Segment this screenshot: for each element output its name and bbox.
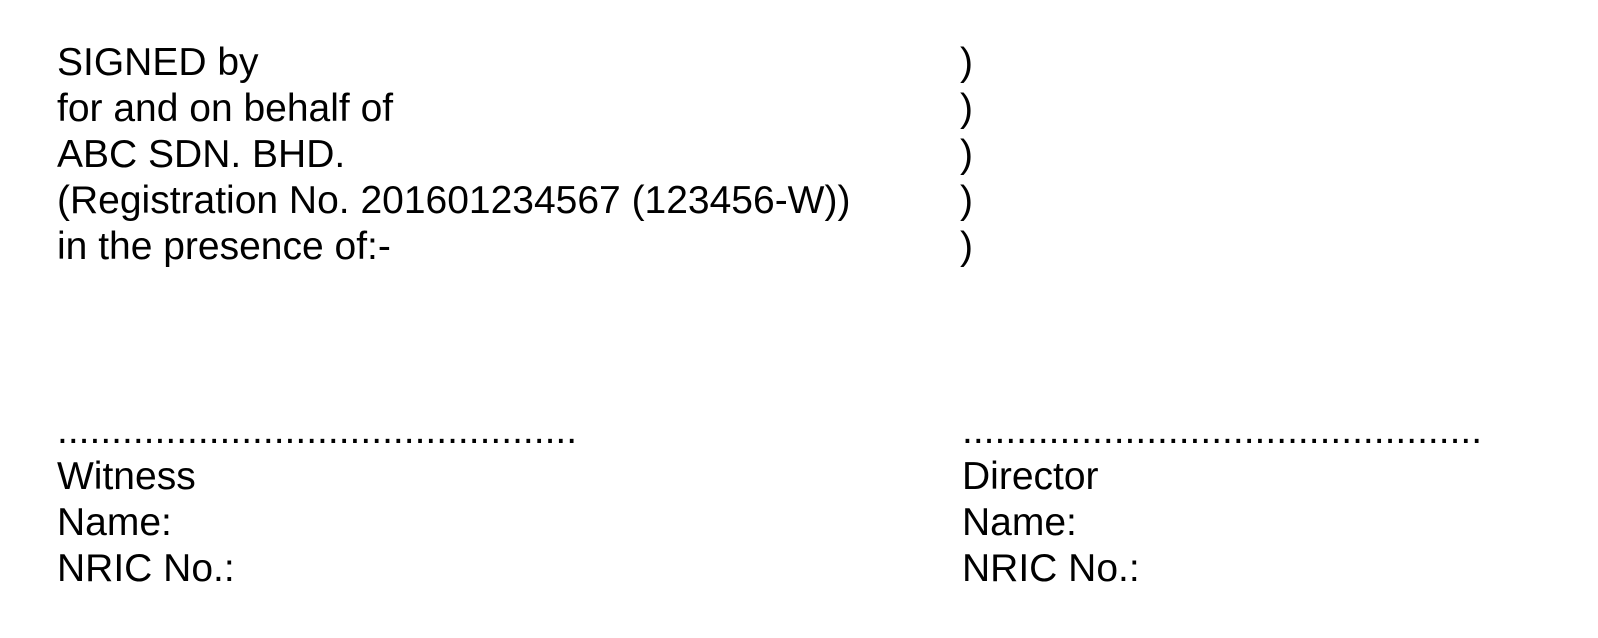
closing-bracket: ) <box>960 225 973 268</box>
execution-clause-line: ABC SDN. BHD. ) <box>57 132 1598 178</box>
signature-section: ........................................… <box>57 408 1598 592</box>
closing-bracket: ) <box>960 87 973 130</box>
closing-bracket: ) <box>960 41 973 84</box>
closing-bracket: ) <box>960 133 973 176</box>
execution-clause-line: in the presence of:- ) <box>57 224 1598 270</box>
clause-text-in-presence-of: in the presence of:- <box>57 225 391 268</box>
witness-name-label: Name: <box>57 501 172 544</box>
director-name-label: Name: <box>962 501 1077 544</box>
clause-text-registration-no: (Registration No. 201601234567 (123456-W… <box>57 179 851 222</box>
clause-text-on-behalf: for and on behalf of <box>57 87 394 130</box>
clause-text-signed-by: SIGNED by <box>57 41 259 84</box>
closing-bracket: ) <box>960 179 973 222</box>
director-nric-label: NRIC No.: <box>962 547 1140 590</box>
director-signature-block: ........................................… <box>962 408 1598 592</box>
witness-nric-label: NRIC No.: <box>57 547 235 590</box>
execution-clause-line: SIGNED by ) <box>57 40 1598 86</box>
execution-clause: SIGNED by ) for and on behalf of ) ABC S… <box>57 40 1598 270</box>
witness-role-label: Witness <box>57 455 196 498</box>
director-signature-line: ........................................… <box>962 409 1483 452</box>
clause-text-company-name: ABC SDN. BHD. <box>57 133 346 176</box>
execution-clause-line: for and on behalf of ) <box>57 86 1598 132</box>
witness-signature-block: ........................................… <box>57 408 962 592</box>
director-role-label: Director <box>962 455 1099 498</box>
witness-signature-line: ........................................… <box>57 409 578 452</box>
execution-clause-line: (Registration No. 201601234567 (123456-W… <box>57 178 1598 224</box>
